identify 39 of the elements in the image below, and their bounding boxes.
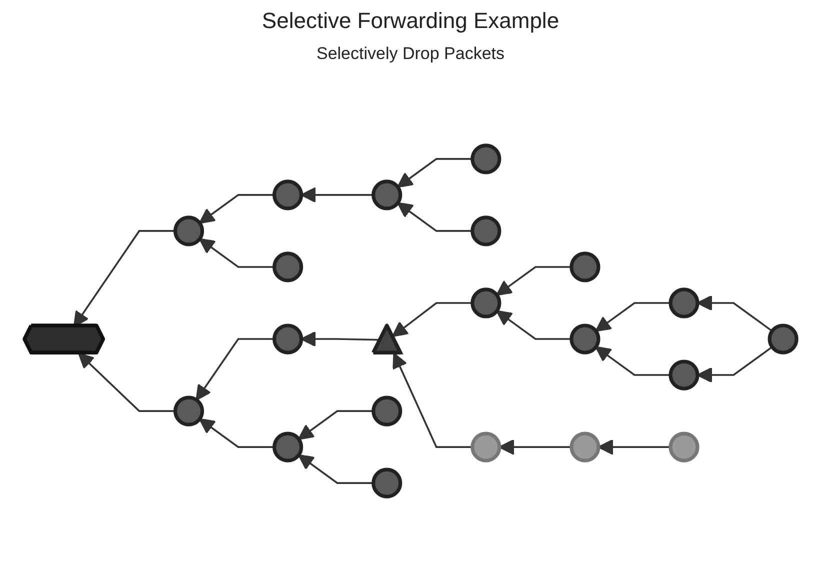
node-circle	[570, 432, 600, 462]
node-circle	[470, 216, 502, 246]
arrow	[595, 346, 670, 376]
arrow	[397, 202, 472, 232]
arrow	[198, 238, 274, 268]
arrow	[595, 302, 670, 332]
arrow	[198, 194, 274, 224]
node-circle	[470, 432, 502, 462]
node-circle	[272, 432, 304, 462]
node-circle	[768, 324, 798, 354]
node-circle	[372, 180, 402, 210]
node-circle	[470, 288, 502, 318]
diagram-title: Selective Forwarding Example	[262, 8, 560, 34]
arrow	[198, 418, 274, 448]
node-circle	[570, 252, 600, 282]
node-circle	[272, 252, 304, 282]
arrow	[78, 352, 176, 412]
node-circle	[173, 396, 204, 426]
node-circle	[272, 180, 304, 210]
arrow	[196, 338, 274, 401]
node-circle	[372, 396, 402, 426]
node-circle	[272, 324, 304, 354]
node-circle	[470, 144, 502, 174]
node-circle	[668, 288, 700, 318]
arrow	[696, 295, 773, 332]
arrow	[392, 302, 472, 338]
node-circle	[372, 468, 402, 498]
node-circle	[173, 216, 204, 246]
node-circle	[668, 360, 700, 390]
arrow	[496, 310, 572, 340]
arrow	[696, 346, 773, 383]
node-circle	[668, 432, 700, 462]
arrow	[397, 158, 472, 188]
annotation-label: Selectively Drop Packets	[316, 44, 505, 64]
arrow	[392, 352, 472, 448]
arrow	[298, 454, 374, 484]
arrow	[298, 410, 374, 440]
node-circle	[570, 324, 600, 354]
arrow	[496, 266, 572, 296]
